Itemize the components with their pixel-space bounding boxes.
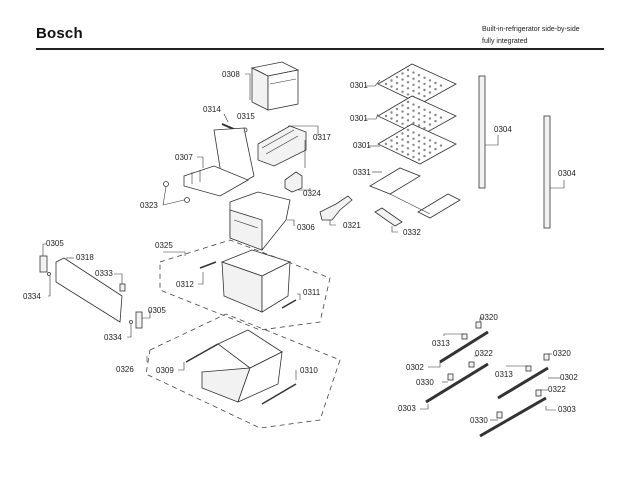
callout-0324: 0324 xyxy=(303,189,321,198)
subtitle-line-2: fully integrated xyxy=(482,38,528,45)
part-telescopic-rail-1[interactable] xyxy=(439,330,489,364)
part-side-rail-right[interactable] xyxy=(543,115,551,229)
callout-0334-a: 0334 xyxy=(23,292,41,301)
callout-0301-a: 0301 xyxy=(350,81,368,90)
callout-0325: 0325 xyxy=(155,241,173,250)
callout-0305-a: 0305 xyxy=(46,239,64,248)
part-clip[interactable] xyxy=(119,283,126,292)
callout-0330-a: 0330 xyxy=(416,378,434,387)
part-ice-scoop[interactable] xyxy=(319,195,353,221)
part-ice-tray-holder[interactable] xyxy=(183,127,255,197)
callout-0308: 0308 xyxy=(222,70,240,79)
part-rail-holder-2[interactable] xyxy=(496,411,503,419)
callout-0320-b: 0320 xyxy=(553,349,571,358)
part-shelf-3[interactable] xyxy=(377,123,457,165)
callout-0334-b: 0334 xyxy=(104,333,122,342)
callout-0302-b: 0302 xyxy=(560,373,578,382)
brand-name: Bosch xyxy=(36,25,83,42)
header-rule xyxy=(36,48,604,50)
callout-0311: 0311 xyxy=(303,288,321,297)
part-telescopic-rail-2[interactable] xyxy=(497,366,549,400)
callout-0301-b: 0301 xyxy=(350,114,368,123)
part-upper-drawer[interactable] xyxy=(220,249,292,313)
part-screw-right[interactable] xyxy=(129,320,133,324)
callout-0332: 0332 xyxy=(403,228,421,237)
part-telescopic-rail-lower-1[interactable] xyxy=(425,362,489,404)
part-shelf-1[interactable] xyxy=(377,63,457,105)
part-rail-clip-1[interactable] xyxy=(461,333,468,340)
callout-0312: 0312 xyxy=(176,280,194,289)
part-ice-bin[interactable] xyxy=(229,191,291,251)
callout-0322-b: 0322 xyxy=(548,385,566,394)
callout-0306: 0306 xyxy=(297,223,315,232)
callout-0331: 0331 xyxy=(353,168,371,177)
part-side-rail-left[interactable] xyxy=(478,75,486,189)
part-screw-left[interactable] xyxy=(47,272,51,276)
callout-0313-a: 0313 xyxy=(432,339,450,348)
callout-0309: 0309 xyxy=(156,366,174,375)
part-rail-stop-1[interactable] xyxy=(475,321,482,329)
callout-0314: 0314 xyxy=(203,105,221,114)
callout-0301-c: 0301 xyxy=(353,141,371,150)
callout-0303-a: 0303 xyxy=(398,404,416,413)
part-upper-box[interactable] xyxy=(250,61,300,111)
part-lower-drawer[interactable] xyxy=(201,329,283,403)
part-rail-cap-2[interactable] xyxy=(535,389,542,397)
part-telescopic-rail-lower-2[interactable] xyxy=(479,396,547,438)
callout-0330-b: 0330 xyxy=(470,416,488,425)
callout-0326: 0326 xyxy=(116,365,134,374)
part-rail-stop-2[interactable] xyxy=(543,353,550,361)
part-screw-2[interactable] xyxy=(184,197,190,203)
part-bracket[interactable] xyxy=(284,171,303,193)
part-upper-drawer-slide-left[interactable] xyxy=(199,261,217,269)
part-rail-cap-1[interactable] xyxy=(468,361,475,368)
callout-0318: 0318 xyxy=(76,253,94,262)
part-split-shelf[interactable] xyxy=(369,167,461,219)
callout-0321: 0321 xyxy=(343,221,361,230)
part-lower-drawer-slide-left[interactable] xyxy=(185,343,219,363)
callout-0303-b: 0303 xyxy=(558,405,576,414)
part-shelf-trim[interactable] xyxy=(374,207,403,227)
part-hinge-left[interactable] xyxy=(39,255,48,273)
part-hinge-right[interactable] xyxy=(135,311,143,329)
callout-0317: 0317 xyxy=(313,133,331,142)
part-rail-holder-1[interactable] xyxy=(447,373,454,381)
part-ice-maker[interactable] xyxy=(257,125,307,168)
diagram-subtitle: Built-in-refrigerator side-by-side fully… xyxy=(482,24,580,48)
part-lower-drawer-assembly[interactable] xyxy=(145,313,341,429)
callout-0302-a: 0302 xyxy=(406,363,424,372)
callout-0307: 0307 xyxy=(175,153,193,162)
part-rail-clip-2[interactable] xyxy=(525,365,532,372)
part-lower-drawer-slide-right[interactable] xyxy=(261,383,297,405)
part-front-panel[interactable] xyxy=(55,257,123,323)
part-upper-drawer-assembly[interactable] xyxy=(159,239,331,331)
callout-0320-a: 0320 xyxy=(480,313,498,322)
callout-0323: 0323 xyxy=(140,201,158,210)
callout-0305-b: 0305 xyxy=(148,306,166,315)
subtitle-line-1: Built-in-refrigerator side-by-side xyxy=(482,26,580,33)
callout-0304-b: 0304 xyxy=(558,169,576,178)
callout-0313-b: 0313 xyxy=(495,370,513,379)
callout-0304-a: 0304 xyxy=(494,125,512,134)
callout-0322-a: 0322 xyxy=(475,349,493,358)
callout-0333: 0333 xyxy=(95,269,113,278)
callout-0315: 0315 xyxy=(237,112,255,121)
part-upper-drawer-slide-right[interactable] xyxy=(281,299,297,309)
part-shelf-2[interactable] xyxy=(377,95,457,137)
part-screw[interactable] xyxy=(163,181,169,187)
callout-0310: 0310 xyxy=(300,366,318,375)
